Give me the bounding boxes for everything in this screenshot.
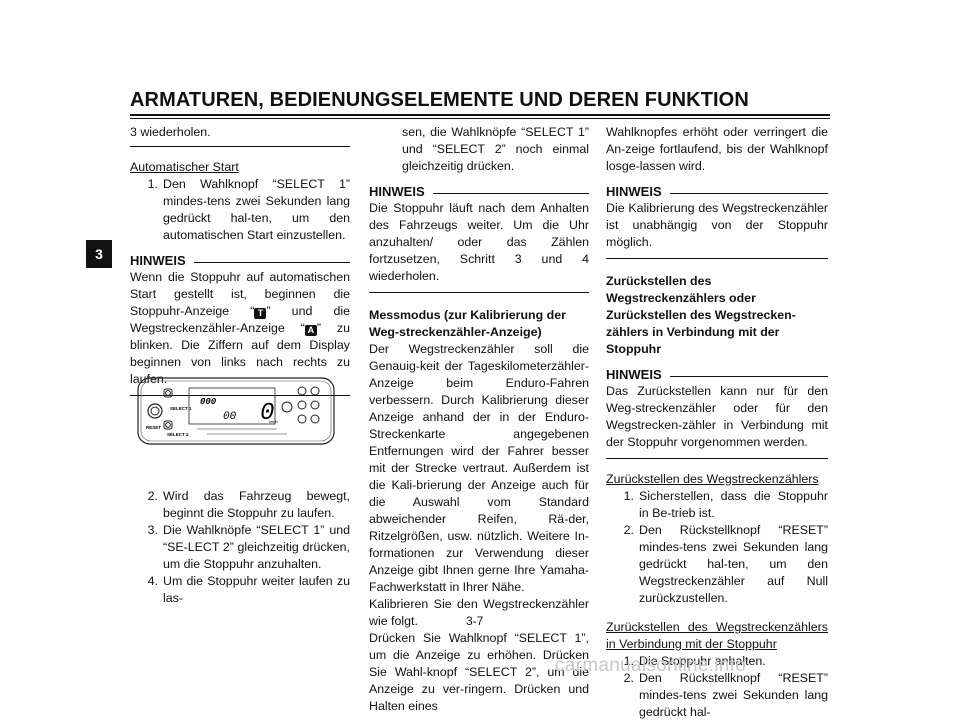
list-text: Den Wahlknopf “SELECT 1” mindes-tens zwe… [163,177,350,242]
list-item: 4.Um die Stoppuhr weiter laufen zu las- [147,574,350,605]
subheading-auto-start: Automatischer Start [130,160,239,174]
hint-text: Das Zurückstellen kann nur für den Weg-s… [606,384,828,449]
select1-button-icon [165,390,171,396]
divider [369,292,589,293]
reset-button-icon [147,403,163,419]
list-item: 2.Den Rückstellknopf “RESET” mindes-tens… [623,671,828,719]
divider [606,458,828,459]
odometer-symbol-icon: A [304,325,317,336]
unit-label: km/h [269,419,278,424]
paragraph: sen, die Wahlknöpfe “SELECT 1” und “SELE… [402,125,589,173]
column-left: 3 wiederholen. Automatischer Start 1. De… [130,124,350,396]
hint-heading: HINWEIS [606,366,828,383]
hint-text: Die Stoppuhr läuft nach dem Anhalten des… [369,201,589,283]
hint-label: HINWEIS [606,367,662,382]
list-item: 3.Die Wahlknöpfe “SELECT 1” und “SE-LECT… [147,523,350,571]
instrument-panel-illustration: RESET SELECT 1 SELECT 2 000 00 0 km/h [137,377,335,445]
list-item: 1. Den Wahlknopf “SELECT 1” mindes-tens … [130,176,350,244]
hint-heading: HINWEIS [606,183,828,200]
watermark: carmanualsonline.info [555,655,747,676]
indicator-lamp-icon [297,386,307,396]
list-item: 2.Wird das Fahrzeug bewegt, beginnt die … [147,489,350,520]
lcd-speed-digit: 0 [260,400,274,427]
column-right: Wahlknopfes erhöht oder verringert die A… [606,124,828,721]
indicator-lamp-icon [281,401,293,413]
hint-text: Die Kalibrierung des Wegstreckenzähler i… [606,201,828,249]
divider [130,146,350,147]
list-item: 2.Den Rückstellknopf “RESET” mindes-tens… [623,523,828,605]
select2-label: SELECT 2 [167,432,189,437]
indicator-lamp-icon [297,400,307,410]
select1-label: SELECT 1 [170,406,192,411]
list-number: 1. [147,177,158,191]
section-heading: Zurückstellen des Wegstreckenzählers ode… [606,274,796,356]
indicator-lamp-icon [310,400,320,410]
page-header-title: ARMATUREN, BEDIENUNGSELEMENTE UND DEREN … [130,89,749,111]
indicator-lamp-icon [297,414,307,424]
subheading: Zurückstellen des Wegstreckenzählers [606,472,819,486]
indicator-lamp-icon [310,386,320,396]
reset-label: RESET [146,425,161,430]
hint-label: HINWEIS [606,184,662,199]
column-middle: sen, die Wahlknöpfe “SELECT 1” und “SELE… [369,124,589,715]
page-number: 3-7 [466,614,484,628]
hint-heading: HINWEIS [369,183,589,200]
subheading: Zurückstellen des Wegstreckenzählers in … [606,620,828,651]
select2-button-icon [165,422,171,428]
header-rule-thick [130,114,830,116]
paragraph: Wahlknopfes erhöht oder verringert die A… [606,125,828,173]
hint-text: Wenn die Stoppuhr auf automatischen Star… [130,270,350,386]
header-rule-thin [130,118,830,119]
paragraph: Kalibrieren Sie den Wegstreckenzähler wi… [369,597,589,628]
paragraph: Der Wegstreckenzähler soll die Genauig-k… [369,342,589,594]
indicator-lamp-icon [310,414,320,424]
hint-heading: HINWEIS [130,252,350,269]
divider [130,395,350,396]
lcd-digits-top: 000 [200,397,217,407]
stopwatch-symbol-icon: T [254,308,267,319]
chapter-tab: 3 [86,240,112,268]
hint-label: HINWEIS [130,253,186,268]
column-left-continued: 2.Wird das Fahrzeug bewegt, beginnt die … [130,488,350,607]
section-heading: Messmodus (zur Kalibrierung der Weg-stre… [369,308,566,339]
hint-label: HINWEIS [369,184,425,199]
list-item: 1.Sicherstellen, dass die Stoppuhr in Be… [623,489,828,520]
paragraph: 3 wiederholen. [130,125,211,139]
lcd-display [188,387,276,425]
divider [606,258,828,259]
list-item: 1.Die Stoppuhr anhalten. [623,654,766,668]
lcd-digits-mid: 00 [223,411,237,423]
